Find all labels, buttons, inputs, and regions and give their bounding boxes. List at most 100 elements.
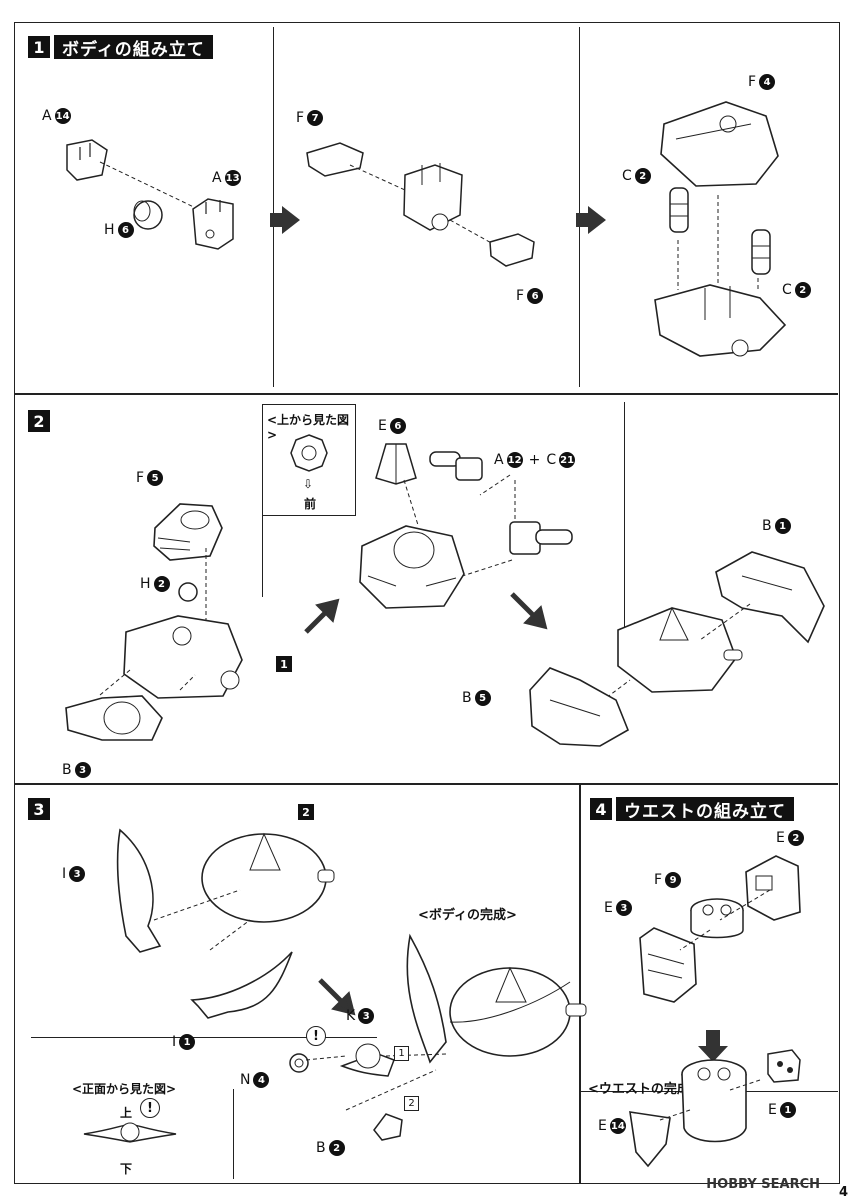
part-a13	[192, 198, 234, 250]
part-b1	[715, 551, 825, 644]
assembly-guide-line	[305, 1053, 447, 1111]
flow-arrow-diagonal	[510, 592, 548, 630]
part-body-assembly-1	[123, 615, 243, 699]
part-b2	[373, 1113, 403, 1141]
step-1-header: 1 ボディの組み立て	[28, 34, 213, 60]
part-c2-right	[751, 229, 771, 275]
part-e3	[639, 927, 697, 1003]
sequence-2: 2	[404, 1096, 419, 1111]
assembly-guide-line	[449, 219, 496, 246]
front-view-drawing	[83, 1122, 177, 1143]
top-view-drawing	[290, 434, 328, 472]
front-view-caption: <正面から見た図>	[72, 1082, 177, 1096]
part-body-assembly-2	[359, 525, 465, 609]
completed-body-drawing	[406, 933, 587, 1064]
col-divider-step3-4	[579, 783, 581, 1183]
assembly-guide-line	[99, 669, 196, 696]
caution-icon: !	[140, 1098, 160, 1118]
step-3-number: 3	[28, 798, 50, 820]
part-a14	[66, 139, 108, 181]
body-complete-caption: <ボディの完成>	[418, 908, 517, 923]
down-arrow-icon: ⇩	[303, 477, 314, 491]
part-e2	[745, 855, 801, 921]
up-label: 上	[120, 1106, 133, 1120]
flow-arrow	[270, 206, 300, 234]
part-e6	[375, 443, 417, 485]
part-body-assembly-4	[201, 832, 335, 923]
part-h6	[133, 200, 163, 230]
assembly-guide-line	[205, 548, 207, 626]
flow-arrow-diagonal	[304, 598, 340, 634]
assembly-guide-line	[403, 474, 516, 581]
flow-arrow-down	[698, 1030, 728, 1062]
step-1-title: ボディの組み立て	[54, 35, 213, 60]
part-e14	[629, 1111, 671, 1168]
part-a12	[429, 451, 483, 481]
part-f9	[690, 898, 744, 939]
top-view-caption: <上から見た図>	[267, 413, 350, 442]
assembly-guide-line	[153, 889, 251, 951]
row-divider-2	[15, 783, 838, 785]
part-body-sub-assembly	[654, 284, 787, 357]
subdivider-1a	[273, 27, 274, 387]
subdivider-1b	[579, 27, 580, 387]
step2-divider-left	[262, 515, 263, 597]
part-body-assembly-3	[617, 606, 743, 693]
flow-arrow-diagonal	[318, 978, 356, 1016]
assembly-guide-line	[677, 195, 759, 290]
completed-waist-drawing	[681, 1059, 747, 1143]
step-4-number: 4	[590, 798, 612, 820]
part-b5	[529, 667, 630, 747]
step-4-header: 4 ウエストの組み立て	[590, 796, 794, 822]
part-i3	[116, 828, 162, 953]
assembly-guide-line	[659, 1079, 761, 1121]
part-h2	[178, 582, 198, 602]
part-body-core	[403, 163, 463, 231]
caution-icon: !	[306, 1026, 326, 1046]
part-e1	[767, 1049, 801, 1083]
row-divider-1	[15, 393, 838, 395]
waist-complete-caption: <ウエストの完成>	[588, 1082, 701, 1097]
part-b3	[65, 695, 163, 741]
part-n4	[289, 1053, 309, 1073]
step2-divider-right	[624, 402, 625, 658]
part-a12-c21-joint	[509, 521, 573, 555]
down-label: 下	[120, 1162, 133, 1176]
part-c2-left	[669, 187, 689, 233]
part-f4	[660, 101, 779, 187]
step-2-number: 2	[28, 410, 50, 432]
subdivider-3	[31, 1037, 377, 1038]
assembly-guide-line	[679, 889, 771, 951]
step-4-title: ウエストの組み立て	[616, 797, 794, 822]
step-1-number: 1	[28, 36, 50, 58]
sequence-1: 1	[394, 1046, 409, 1061]
part-i1	[190, 951, 293, 1019]
label-ref2: 2	[298, 804, 314, 820]
top-view-inset: <上から見た図> ⇩ 前	[262, 404, 356, 516]
front-marker: 前	[304, 497, 317, 511]
